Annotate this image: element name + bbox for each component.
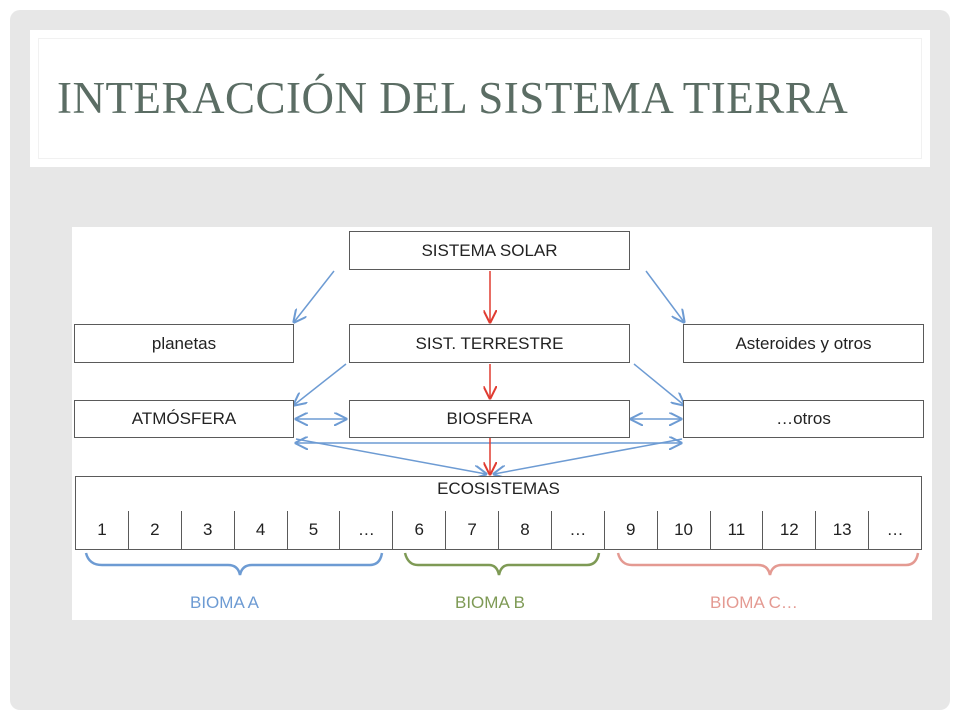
arrow-solar-to-planetas [294,270,335,322]
ecosystem-cell: 11 [711,511,764,549]
ecosystem-cells: 1 2 3 4 5 … 6 7 8 … 9 10 11 12 13 … [76,511,921,549]
earth-system-diagram: SISTEMA SOLAR planetas SIST. TERRESTRE A… [72,227,932,620]
ecosystem-cell: 8 [499,511,552,549]
bioma-c-label: BIOMA C… [710,593,798,612]
box-sist-terrestre: SIST. TERRESTRE [349,324,630,363]
arrow-terrestre-to-otros [633,363,684,405]
box-biosfera: BIOSFERA [349,400,630,438]
arrow-terrestre-to-atmosfera [294,363,347,405]
title-box [30,30,930,167]
ecosystem-cell: 10 [658,511,711,549]
diagram-arrows [84,270,920,576]
brace-bioma-c [616,552,920,576]
ecosystem-cell: 13 [816,511,870,549]
bioma-b-label: BIOMA B [455,593,525,612]
brace-bioma-a [84,552,384,576]
box-asteroides: Asteroides y otros [683,324,924,363]
ecosystem-cell: 7 [446,511,499,549]
box-planetas: planetas [74,324,294,363]
ecosystem-cell: 2 [129,511,182,549]
ecosystem-cell: 12 [763,511,817,549]
slide-title: INTERACCIÓN DEL SISTEMA TIERRA [57,73,849,123]
box-atmosfera: ATMÓSFERA [74,400,294,438]
box-otros: …otros [683,400,924,438]
arrow-otros-to-eco [494,438,683,474]
ecosystem-cell: 3 [182,511,235,549]
ecosystem-cell: … [340,511,394,549]
ecosystem-cell: … [886,520,904,539]
ecosystem-cell: 6 [393,511,447,549]
ecosystem-cell: 9 [605,511,658,549]
arrow-atmosfera-to-eco [295,438,486,474]
ecosystem-cell: 5 [288,511,341,549]
box-sistema-solar: SISTEMA SOLAR [349,231,630,270]
ecosystem-cell: 4 [235,511,288,549]
ecosystem-cell: … [552,511,605,549]
ecosistemas-label: ECOSISTEMAS [437,479,560,498]
ecosystem-cell: 1 [76,511,129,549]
bioma-a-label: BIOMA A [190,593,259,612]
box-ecosistemas: ECOSISTEMAS 1 2 3 4 5 … 6 7 8 … 9 10 11 … [75,476,922,550]
arrow-solar-to-asteroides [645,270,684,322]
brace-bioma-b [403,552,601,576]
